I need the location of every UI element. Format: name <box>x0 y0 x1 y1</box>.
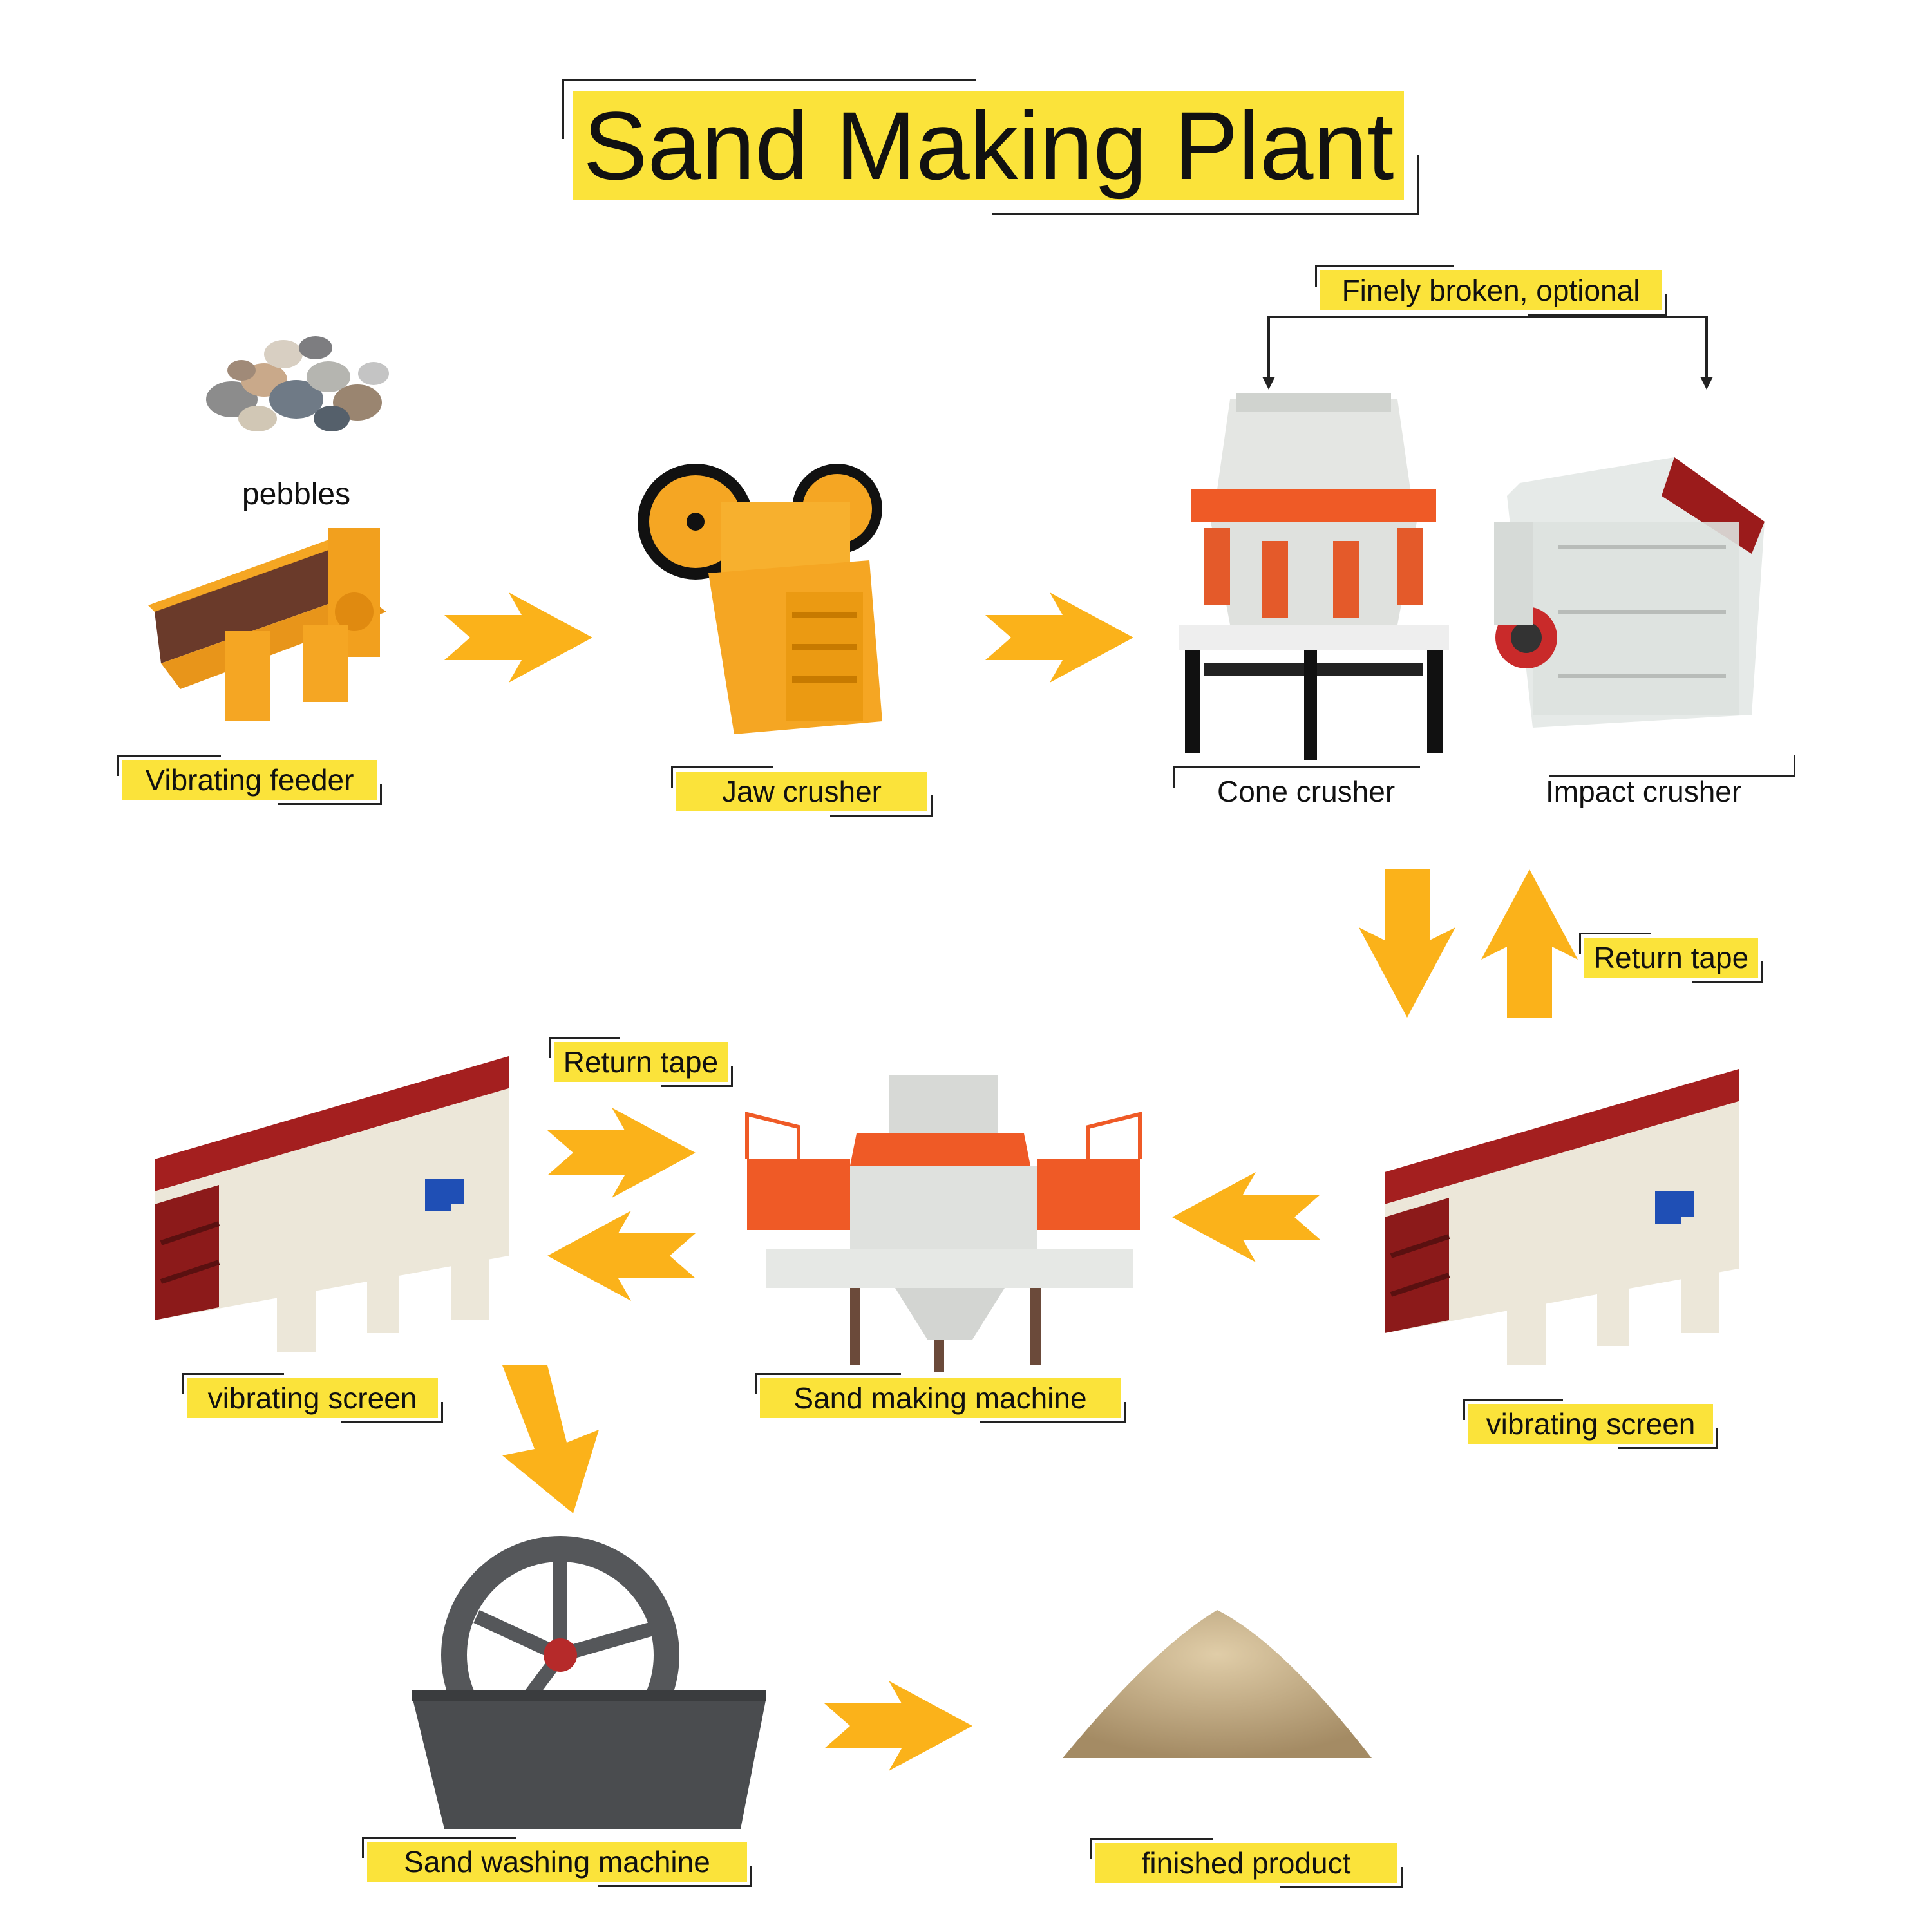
finished-product-image <box>1063 1610 1372 1758</box>
arrow-right-icon <box>824 1681 972 1771</box>
return-tape-label-left: Return tape <box>549 1037 733 1087</box>
sand-washing-machine-image <box>412 1536 766 1829</box>
pebbles-label: pebbles <box>242 477 351 511</box>
pebbles-image <box>206 336 389 431</box>
sand-making-machine-image <box>745 1075 1142 1372</box>
jaw-crusher-image <box>638 464 882 734</box>
impact-crusher-image <box>1494 457 1765 728</box>
vibrating-feeder-label: Vibrating feeder <box>117 755 382 805</box>
title-frame-top-left <box>562 79 976 139</box>
arrow-right-icon <box>444 592 592 683</box>
arrow-up-icon <box>1481 869 1578 1018</box>
arrow-left-icon <box>1172 1172 1320 1262</box>
optional-bracket-connector <box>1262 316 1713 390</box>
return-tape-label-right: Return tape <box>1579 933 1763 983</box>
cone-crusher-image <box>1179 393 1449 760</box>
cone-crusher-text: Cone crusher <box>1217 775 1396 808</box>
vibrating-screen-left-image <box>155 1056 509 1352</box>
title-frame-bottom-right <box>992 155 1419 215</box>
impact-crusher-text: Impact crusher <box>1546 775 1742 808</box>
vibrating-feeder-image <box>148 528 386 721</box>
jaw-crusher-label: Jaw crusher <box>671 766 933 817</box>
sand-washing-machine-label: Sand washing machine <box>362 1837 752 1887</box>
finished-product-label: finished product <box>1090 1838 1403 1888</box>
arrow-down-right-icon <box>502 1365 599 1513</box>
sand-making-machine-label: Sand making machine <box>755 1373 1126 1423</box>
arrow-right-icon <box>547 1108 696 1198</box>
arrow-left-icon <box>547 1211 696 1301</box>
page-title: Sand Making Plant <box>573 91 1404 200</box>
arrow-down-icon <box>1359 869 1455 1018</box>
vibrating-screen-right-label: vibrating screen <box>1463 1399 1718 1449</box>
vibrating-screen-left-label: vibrating screen <box>182 1373 443 1423</box>
arrow-right-icon <box>985 592 1133 683</box>
vibrating-screen-right-image <box>1385 1069 1739 1365</box>
finely-broken-label: Finely broken, optional <box>1315 265 1667 316</box>
